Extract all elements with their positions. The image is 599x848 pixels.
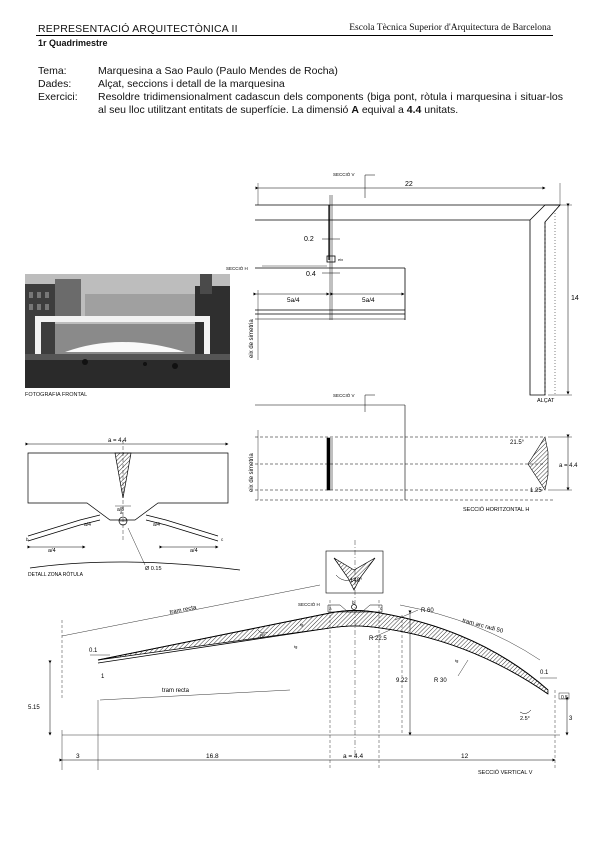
- sv-dim-1: 1: [101, 674, 105, 680]
- sv-tram-recta-bottom: tram recta: [162, 688, 190, 694]
- sv-r22-5: R 22.5: [369, 636, 387, 642]
- alcat-dim-0-2: 0.2: [304, 236, 314, 243]
- sv-seccio-h-label: SECCIÓ H: [298, 601, 320, 607]
- sv-angle-140: 140°: [350, 578, 363, 584]
- detall-dim-a: a = 4.4: [108, 438, 127, 444]
- sv-tg-1: tg: [300, 622, 303, 627]
- sh-angle: 21.5°: [510, 440, 525, 446]
- sv-dim-3-right: 3: [569, 716, 573, 722]
- detall-rotula: [25, 440, 241, 571]
- photo-caption: FOTOGRAFIA FRONTAL: [25, 392, 88, 398]
- alcat-dim-0-4: 0.4: [306, 271, 316, 278]
- exercici-text-2: equival a: [358, 104, 407, 116]
- detall-pt-a: a: [120, 510, 123, 515]
- detall-a4-4: a/4: [190, 548, 198, 554]
- sv-dim-3: 3: [76, 753, 80, 760]
- sv-dim-16-8: 16.8: [206, 753, 219, 760]
- alcat-seccio-v-label: SECCIÓ V: [333, 171, 355, 177]
- sv-tram-arc: tram arc radi 50: [461, 618, 504, 635]
- detall-pt-c: c: [221, 537, 224, 542]
- sv-dim-0-1-right: 0.1: [540, 670, 549, 676]
- detall-title: DETALL ZONA RÒTULA: [28, 571, 84, 578]
- exercici-bold-value: 4.4: [406, 104, 422, 116]
- sh-title: SECCIÓ HORITZONTAL H: [463, 506, 529, 513]
- sv-dim-0-1-left: 0.1: [89, 648, 98, 654]
- school-name: Escola Tècnica Superior d'Arquitectura d…: [349, 23, 551, 33]
- sv-dim-9-22: 9.22: [396, 678, 408, 684]
- sv-tram-recta-top: tram recta: [169, 605, 197, 616]
- alcat-dim-5a4-left: 5a/4: [287, 297, 300, 304]
- sv-pt-b: b: [352, 600, 355, 605]
- sv-tg-3: tg: [455, 658, 458, 663]
- sh-dim-a: a = 4.4: [559, 463, 578, 469]
- alcat-eix-simetria: eix de simetria: [249, 319, 255, 358]
- seccio-horitzontal: [255, 394, 572, 501]
- alcat-dim-14: 14: [571, 295, 579, 302]
- sh-dim-1-25: 1.25: [530, 488, 542, 494]
- sv-tg-2: tg: [294, 644, 297, 649]
- alcat-seccio-h-label: SECCIÓ H: [226, 265, 248, 271]
- sv-title: SECCIÓ VERTICAL V: [478, 769, 533, 776]
- detall-a8: a/8: [117, 507, 124, 513]
- exercici-text-1: Resoldre tridimensionalment cadascun del…: [98, 91, 563, 116]
- alcat-dim-22: 22: [405, 181, 413, 188]
- detall-pt-b: b: [26, 537, 29, 542]
- header-divider: [36, 35, 553, 36]
- detall-a4-2: a/4: [153, 522, 160, 528]
- front-photo-image: [25, 274, 230, 388]
- sv-pt-a: a: [329, 606, 332, 611]
- sh-eix-simetria: eix de simetria: [249, 453, 255, 492]
- exercici-label: Exercici:: [38, 91, 78, 103]
- sv-dim-5-15: 5.15: [28, 705, 40, 711]
- detall-a4-3: a/4: [48, 548, 56, 554]
- exercici-text: Resoldre tridimensionalment cadascun del…: [98, 91, 563, 117]
- sv-r60: R 60: [421, 608, 434, 614]
- course-title: REPRESENTACIÓ ARQUITECTÒNICA II: [38, 23, 238, 35]
- detall-a4-1: a/4: [84, 522, 91, 528]
- tema-value: Marquesina a Sao Paulo (Paulo Mendes de …: [98, 65, 338, 77]
- sv-r30: R 30: [434, 678, 447, 684]
- sh-seccio-v-label: SECCIÓ V: [333, 392, 355, 398]
- alcat-dim-5a4-right: 5a/4: [362, 297, 375, 304]
- sv-angle-8: 8°: [260, 634, 265, 640]
- sv-dim-0-5: 0.5: [561, 695, 568, 701]
- tema-label: Tema:: [38, 65, 67, 77]
- term-label: 1r Quadrimestre: [38, 38, 108, 48]
- exercici-text-3: unitats.: [421, 104, 459, 116]
- seccio-vertical: [48, 540, 570, 770]
- alcat-eix-small: eix: [338, 257, 343, 262]
- alcat-elevation: [253, 174, 572, 396]
- sv-dim-12: 12: [461, 753, 469, 760]
- exercici-bold-a: A: [351, 104, 359, 116]
- dades-label: Dades:: [38, 78, 72, 90]
- sv-angle-2-5: 2.5°: [520, 716, 530, 722]
- front-photo: [25, 274, 230, 388]
- sv-dim-a: a = 4.4: [343, 753, 363, 760]
- sv-pt-c: c: [380, 606, 383, 611]
- alcat-title: ALÇAT: [537, 398, 555, 404]
- dades-value: Alçat, seccions i detall de la marquesin…: [98, 78, 285, 90]
- detall-diametre: Ø 0.15: [145, 566, 162, 572]
